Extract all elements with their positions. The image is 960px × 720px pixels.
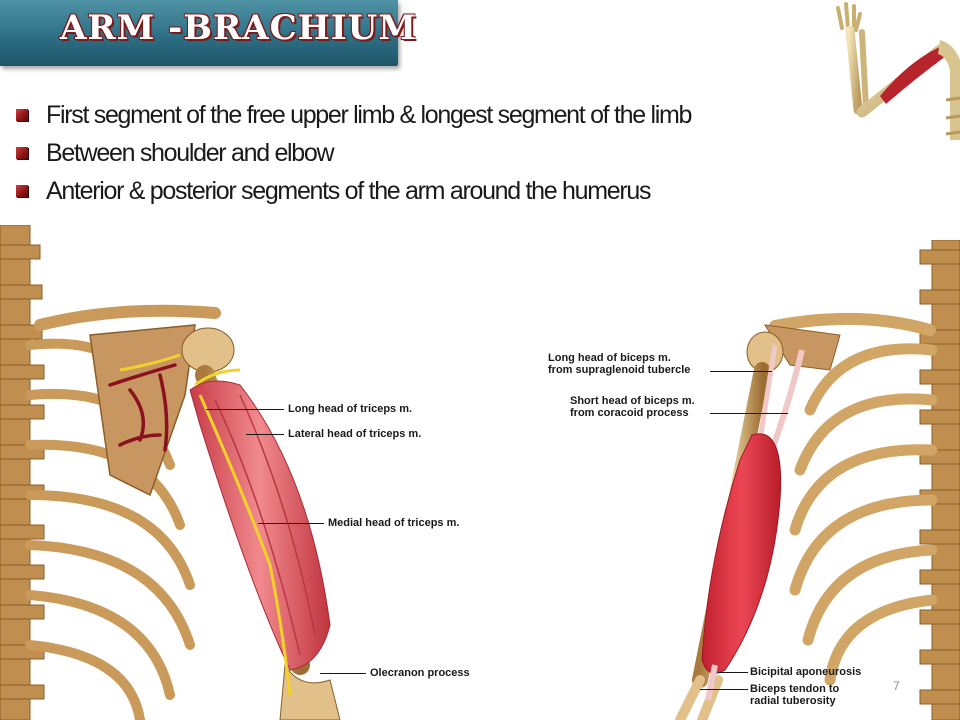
slide-title: ARM -BRACHIUM	[60, 8, 417, 48]
leader-line	[320, 673, 366, 674]
spine	[0, 225, 45, 720]
triceps-muscle	[189, 380, 331, 671]
leader-line	[246, 434, 284, 435]
title-bar: ARM -BRACHIUM	[0, 0, 416, 66]
label-bicipital-aponeurosis: Bicipital aponeurosis	[750, 666, 862, 678]
leader-line	[258, 523, 324, 524]
bullet-square-icon	[16, 147, 28, 159]
label-medial-head-triceps: Medial head of triceps m.	[328, 517, 460, 529]
bullet-text: Anterior & posterior segments of the arm…	[46, 177, 652, 205]
bullet-item: First segment of the free upper limb & l…	[14, 96, 692, 134]
label-biceps-tendon: Biceps tendon to	[750, 683, 840, 695]
biceps-muscle	[701, 433, 782, 674]
label-lateral-head-triceps: Lateral head of triceps m.	[288, 428, 422, 440]
leader-line	[718, 672, 748, 673]
posterior-arm-illustration	[0, 225, 341, 720]
bullet-text: Between shoulder and elbow	[46, 139, 335, 167]
label-short-head-biceps-origin: from coracoid process	[570, 407, 689, 419]
radial-nerve	[198, 394, 292, 696]
leader-line	[206, 409, 284, 410]
label-long-head-triceps: Long head of triceps m.	[288, 403, 413, 415]
label-olecranon-process: Olecranon process	[370, 667, 470, 679]
bullet-square-icon	[16, 185, 28, 197]
bullet-item: Between shoulder and elbow	[14, 134, 691, 172]
bullet-square-icon	[16, 109, 28, 121]
label-long-head-biceps: Long head of biceps m.	[548, 352, 671, 364]
ribs	[789, 343, 938, 686]
slide-number: 7	[893, 679, 900, 693]
label-biceps-tendon-insertion: radial tuberosity	[750, 695, 836, 707]
arm-skeleton-thumbnail	[836, 2, 960, 140]
label-long-head-biceps-origin: from supraglenoid tubercle	[548, 364, 691, 376]
leader-line	[710, 371, 772, 372]
bullet-text: First segment of the free upper limb & l…	[46, 101, 692, 129]
label-short-head-biceps: Short head of biceps m.	[570, 395, 695, 407]
bullet-item: Anterior & posterior segments of the arm…	[14, 172, 691, 210]
scapular-arteries	[108, 363, 177, 452]
leader-line	[710, 413, 788, 414]
anterior-arm-illustration	[675, 240, 960, 720]
leader-line	[700, 689, 748, 690]
bullet-list: First segment of the free upper limb & l…	[14, 96, 692, 210]
